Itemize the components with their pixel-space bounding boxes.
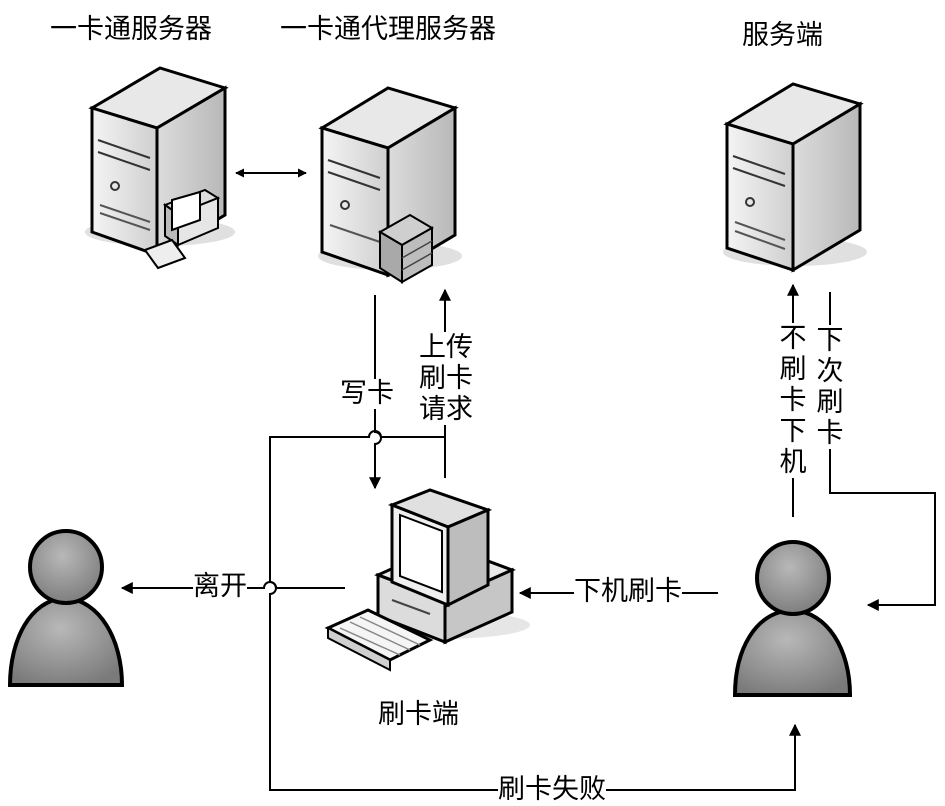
next-swipe-arrow xyxy=(829,292,936,611)
terminal-computer-icon xyxy=(324,488,530,672)
failure-loop-line xyxy=(269,430,801,791)
next-swipe-label: 下次刷卡 xyxy=(815,325,845,449)
proxy-server-label: 一卡通代理服务器 xyxy=(280,14,496,45)
swipe-failed-label: 刷卡失败 xyxy=(498,774,606,805)
service-end-label: 服务端 xyxy=(742,20,823,51)
no-swipe-logoff-label: 不刷卡下机 xyxy=(778,323,808,478)
card-server-label: 一卡通服务器 xyxy=(50,14,212,45)
write-card-label: 写卡 xyxy=(340,378,394,409)
logoff-swipe-label: 下机刷卡 xyxy=(574,576,682,607)
leave-label: 离开 xyxy=(193,571,247,602)
leaving-user-icon xyxy=(7,529,125,687)
terminal-label: 刷卡端 xyxy=(378,699,459,730)
leave-arrow xyxy=(120,581,345,594)
proxy-server-icon xyxy=(318,86,462,284)
service-end-server-icon xyxy=(723,82,867,273)
upload-request-label: 上传刷卡请求 xyxy=(416,332,476,425)
user-icon xyxy=(732,540,853,697)
card-server-icon xyxy=(85,66,235,270)
